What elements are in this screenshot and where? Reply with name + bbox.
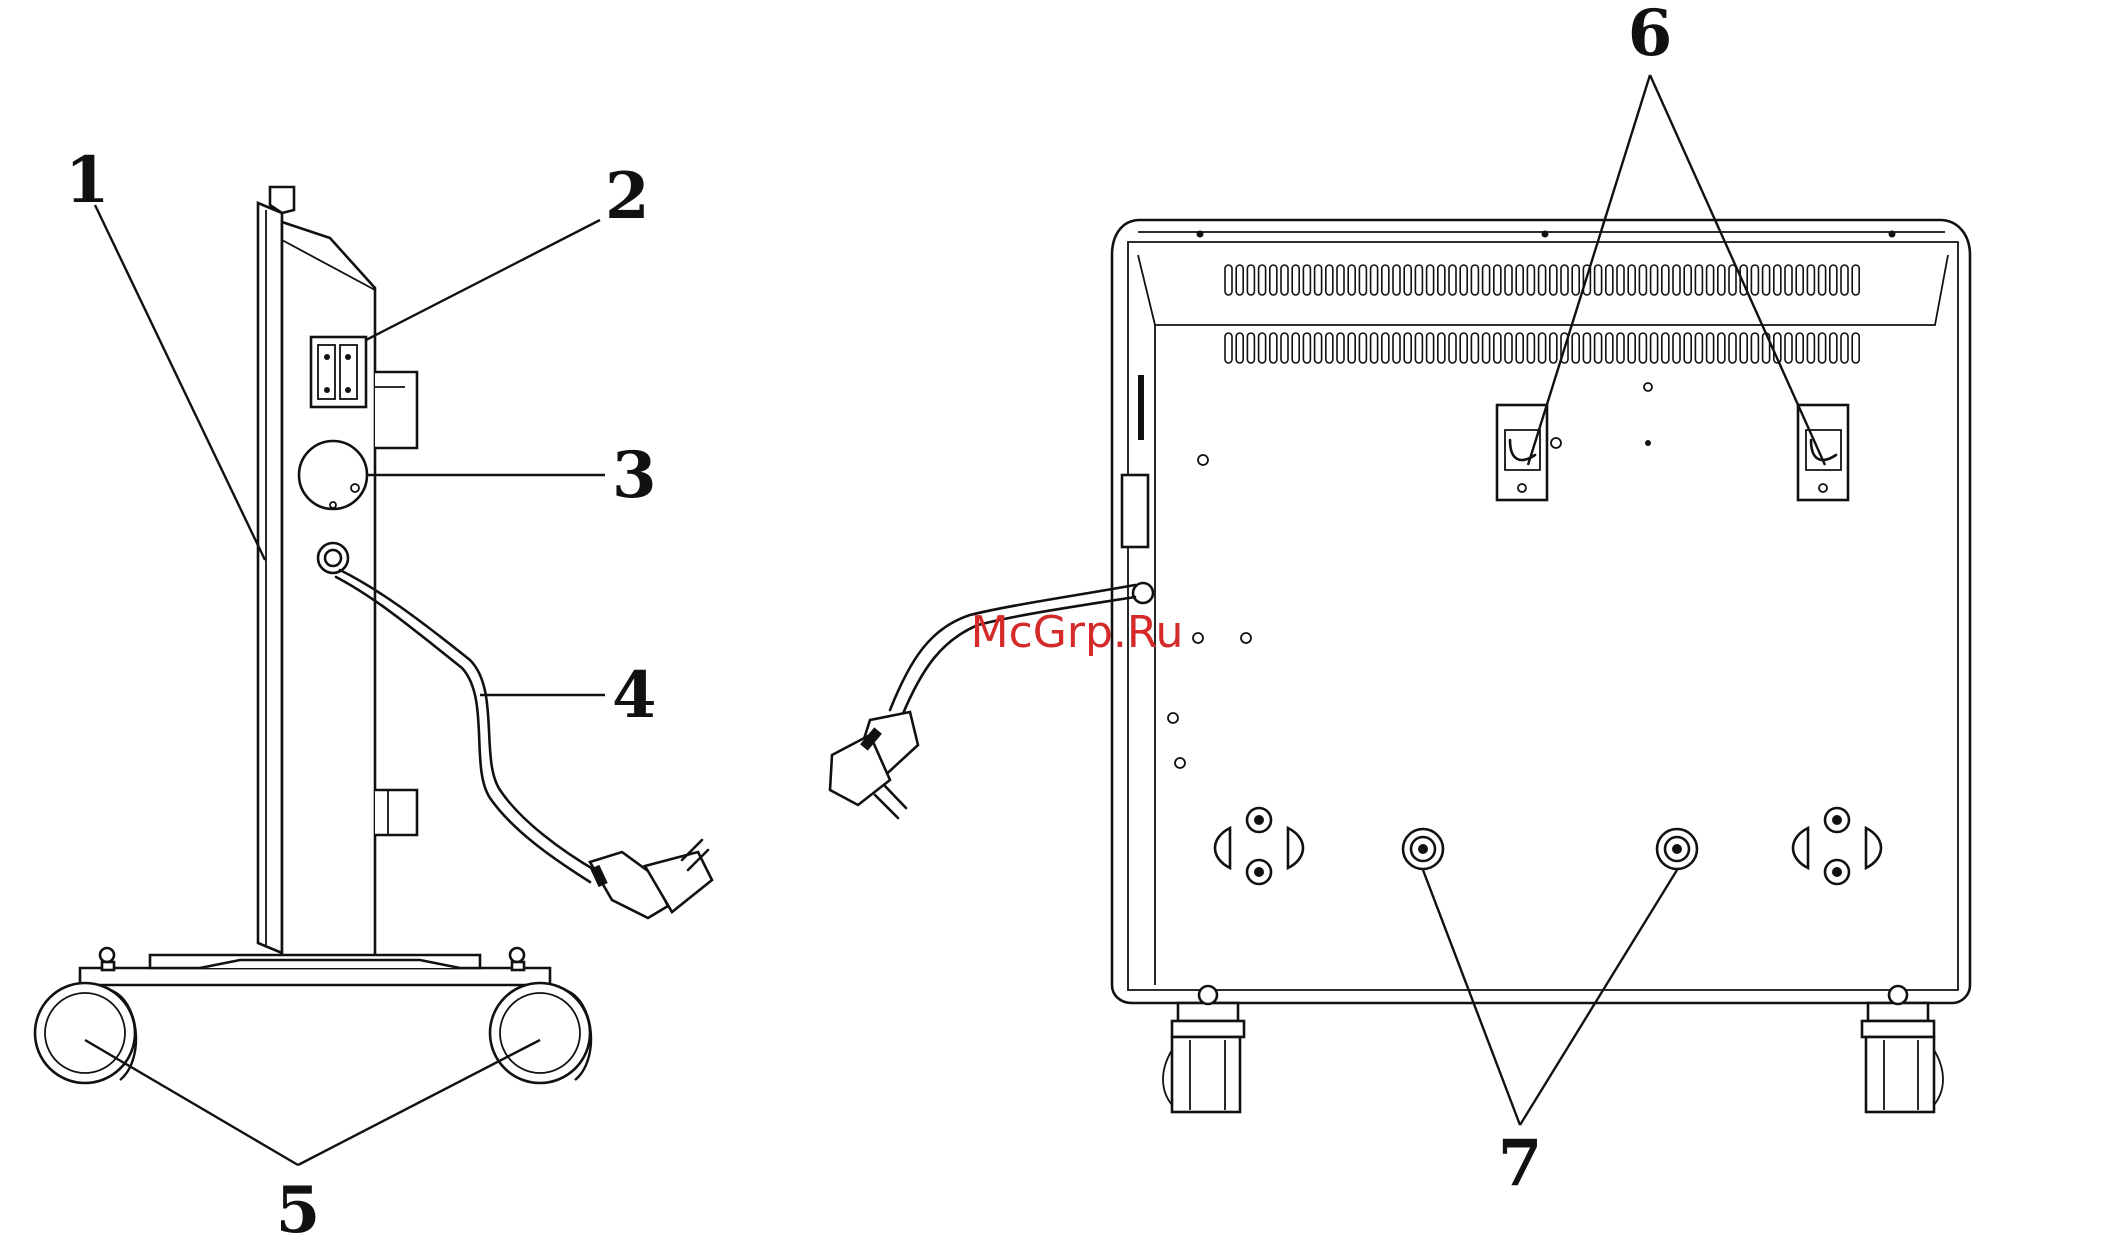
threaded-insert-right (1657, 829, 1697, 869)
callout-1: 1 (65, 143, 110, 218)
front-panel (258, 203, 282, 953)
rear-view (830, 220, 1970, 1112)
caster-right (490, 983, 591, 1083)
leader-1 (95, 205, 265, 560)
heater-body (282, 222, 375, 958)
wall-bracket-left (1497, 405, 1547, 500)
rear-power-plug (830, 712, 918, 818)
leader-5a (85, 1040, 298, 1165)
power-plug (590, 840, 712, 918)
thermostat-knob (299, 441, 367, 509)
caster-rear-left (1163, 986, 1244, 1112)
leader-2 (366, 220, 600, 340)
watermark: McGrp.Ru (971, 607, 1184, 658)
caster-rear-right (1862, 986, 1943, 1112)
callout-2: 2 (605, 159, 650, 234)
stand-base (80, 968, 550, 985)
callout-5: 5 (276, 1173, 321, 1247)
callout-6: 6 (1628, 0, 1673, 71)
callout-7: 7 (1498, 1126, 1543, 1201)
leader-5b (298, 1040, 540, 1165)
side-view (35, 187, 712, 1083)
caster-left (35, 983, 136, 1083)
callout-4: 4 (612, 658, 657, 733)
callout-3: 3 (612, 438, 657, 513)
threaded-insert-left (1403, 829, 1443, 869)
